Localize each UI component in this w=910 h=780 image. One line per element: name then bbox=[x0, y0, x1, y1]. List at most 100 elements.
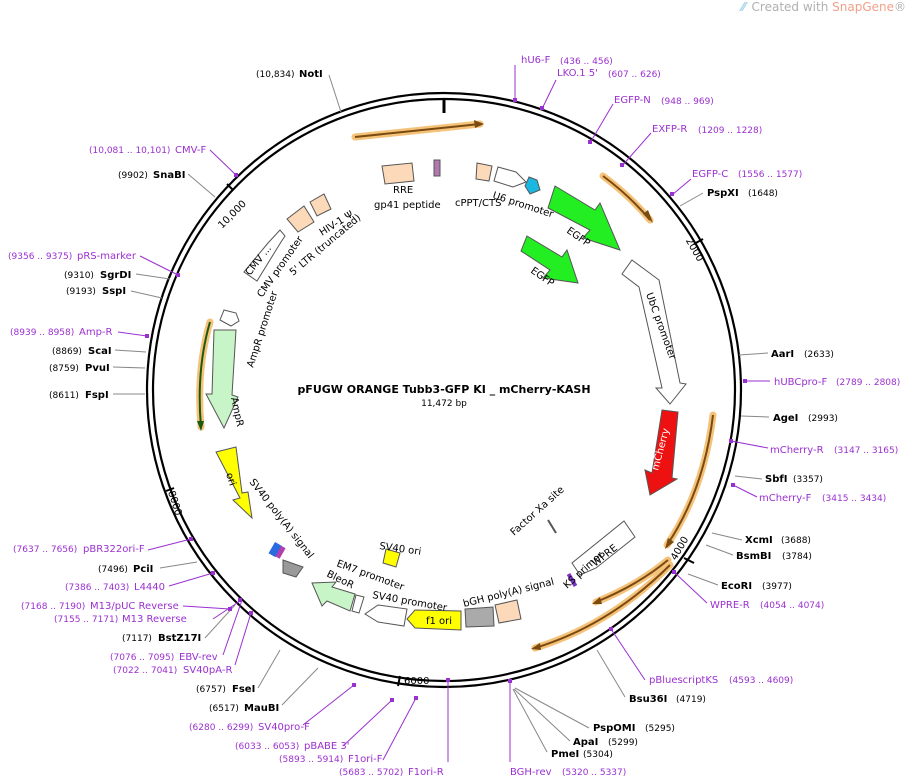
orf-arcs bbox=[196, 120, 717, 652]
enzyme-fspi[interactable]: (8611) FspI bbox=[49, 390, 145, 401]
primer-mcherry-f[interactable]: mCherry-F (3415 .. 3434) bbox=[759, 493, 886, 504]
svg-text:(9310): (9310) bbox=[64, 271, 94, 281]
enzyme-aari[interactable]: AarI (2633) bbox=[738, 349, 834, 360]
svg-text:(3415 .. 3434): (3415 .. 3434) bbox=[822, 494, 886, 504]
svg-text:(6517): (6517) bbox=[209, 704, 239, 714]
svg-text:(7076 .. 7095): (7076 .. 7095) bbox=[110, 653, 174, 663]
enzyme-bsu36i[interactable]: Bsu36I (4719) bbox=[596, 649, 706, 705]
svg-text:M13/pUC Reverse: M13/pUC Reverse bbox=[90, 601, 179, 612]
plasmid-length: 11,472 bp bbox=[421, 399, 467, 409]
svg-text:(5320 .. 5337): (5320 .. 5337) bbox=[562, 768, 626, 778]
primer-egfp-c[interactable]: EGFP-C (1556 .. 1577) bbox=[692, 169, 802, 180]
svg-text:(8611): (8611) bbox=[49, 391, 79, 401]
svg-text:Factor Xa site: Factor Xa site bbox=[509, 485, 567, 539]
svg-text:(7022 .. 7041): (7022 .. 7041) bbox=[113, 666, 177, 676]
svg-text:SgrDI: SgrDI bbox=[100, 270, 131, 281]
feature-sv40-ori: SV40 ori bbox=[379, 541, 422, 568]
svg-text:6000: 6000 bbox=[404, 676, 429, 687]
svg-text:mCherry-R: mCherry-R bbox=[770, 445, 824, 456]
svg-text:Bsu36I: Bsu36I bbox=[629, 694, 667, 705]
svg-text:(3688): (3688) bbox=[781, 536, 811, 546]
enzyme-snabi[interactable]: (9902) SnaBI bbox=[118, 170, 216, 198]
svg-text:(9902): (9902) bbox=[118, 171, 148, 181]
svg-text:XcmI: XcmI bbox=[745, 535, 773, 546]
feature-egfp-2: EGFP bbox=[520, 235, 579, 289]
svg-text:SnaBI: SnaBI bbox=[153, 170, 185, 181]
primer-wpre-r[interactable]: WPRE-R (4054 .. 4074) bbox=[710, 600, 824, 611]
svg-text:ori: ori bbox=[223, 472, 237, 488]
svg-text:(2789 .. 2808): (2789 .. 2808) bbox=[836, 378, 900, 388]
svg-text:BstZ17I: BstZ17I bbox=[158, 633, 201, 644]
enzyme-scai[interactable]: (8869) ScaI bbox=[52, 346, 147, 357]
enzyme-agei[interactable]: AgeI (2993) bbox=[740, 413, 838, 424]
feature-gp41: gp41 peptide bbox=[374, 159, 441, 211]
svg-text:M13 Reverse: M13 Reverse bbox=[122, 614, 187, 625]
svg-text:MauBI: MauBI bbox=[244, 703, 279, 714]
primer-sv40pro-f[interactable]: (6280 .. 6299) SV40pro-F bbox=[189, 722, 310, 733]
svg-text:ScaI: ScaI bbox=[88, 346, 112, 357]
primer-m13-reverse[interactable]: (7155 .. 7171) M13 Reverse bbox=[54, 614, 187, 625]
svg-text:(4054 .. 4074): (4054 .. 4074) bbox=[760, 601, 824, 611]
enzyme-apai[interactable]: ApaI (5299) bbox=[513, 688, 638, 748]
enzyme-noti[interactable]: (10,834) NotI bbox=[256, 69, 342, 113]
svg-text:SV40pro-F: SV40pro-F bbox=[258, 722, 310, 733]
primer-l4440[interactable]: (7386 .. 7403) L4440 bbox=[65, 582, 165, 593]
primer-egfp-n[interactable]: EGFP-N (948 .. 969) bbox=[614, 95, 714, 107]
svg-text:hUBCpro-F: hUBCpro-F bbox=[774, 377, 827, 388]
primer-hubcpro-f[interactable]: hUBCpro-F (2789 .. 2808) bbox=[774, 377, 900, 388]
feature-ori: ori bbox=[215, 446, 253, 520]
svg-text:(607 .. 626): (607 .. 626) bbox=[608, 70, 661, 80]
primer-cmv-f[interactable]: (10,081 .. 10,101) CMV-F bbox=[89, 145, 206, 156]
primer-sv40pa-r[interactable]: (7022 .. 7041) SV40pA-R bbox=[113, 665, 232, 676]
enzyme-pcii[interactable]: (7496) PciI bbox=[98, 561, 198, 575]
svg-text:(6033 .. 6053): (6033 .. 6053) bbox=[235, 742, 299, 752]
svg-text:(1209 .. 1228): (1209 .. 1228) bbox=[698, 126, 762, 136]
primer-pbr322ori-f[interactable]: (7637 .. 7656) pBR322ori-F bbox=[13, 544, 145, 555]
svg-text:PspOMI: PspOMI bbox=[593, 723, 635, 734]
primer-lko1[interactable]: LKO.1 5' (607 .. 626) bbox=[557, 68, 661, 80]
primer-prs-marker[interactable]: (9356 .. 9375) pRS-marker bbox=[8, 251, 137, 262]
svg-text:WPRE-R: WPRE-R bbox=[710, 600, 750, 611]
feature-ampr: AmpR bbox=[205, 329, 245, 430]
primer-pbabe3[interactable]: (6033 .. 6053) pBABE 3' bbox=[235, 741, 350, 752]
svg-text:(7168 .. 7190): (7168 .. 7190) bbox=[21, 602, 85, 612]
primer-pbluescriptks[interactable]: pBluescriptKS (4593 .. 4609) bbox=[649, 675, 793, 686]
primer-bgh-rev[interactable]: BGH-rev (5320 .. 5337) bbox=[510, 767, 626, 778]
svg-text:EXFP-R: EXFP-R bbox=[652, 124, 687, 135]
primer-ebv-rev[interactable]: (7076 .. 7095) EBV-rev bbox=[110, 652, 218, 663]
enzyme-sgrdi[interactable]: (9310) SgrDI bbox=[64, 270, 171, 281]
primer-exfp-r[interactable]: EXFP-R (1209 .. 1228) bbox=[652, 124, 762, 136]
svg-text:BGH-rev: BGH-rev bbox=[510, 767, 552, 778]
svg-text:EGFP-C: EGFP-C bbox=[692, 169, 728, 180]
primer-f1ori-r[interactable]: (5683 .. 5702) F1ori-R bbox=[339, 767, 444, 778]
tick-2000: 2000 bbox=[683, 236, 705, 264]
enzyme-pmei[interactable]: PmeI (5304) bbox=[512, 688, 613, 760]
enzyme-sspi[interactable]: (9193) SspI bbox=[66, 286, 163, 299]
enzyme-fsei[interactable]: (6757) FseI bbox=[196, 649, 281, 695]
primer-m13-puc-reverse[interactable]: (7168 .. 7190) M13/pUC Reverse bbox=[21, 601, 179, 612]
enzyme-psp0mi[interactable]: PspOMI (5295) bbox=[514, 687, 675, 734]
svg-text:L4440: L4440 bbox=[134, 582, 165, 593]
feature-f1-ori: f1 ori bbox=[406, 609, 462, 631]
primer-amp-r[interactable]: (8939 .. 8958) Amp-R bbox=[10, 327, 113, 338]
enzyme-pvui[interactable]: (8759) PvuI bbox=[49, 363, 146, 374]
enzyme-ecori[interactable]: EcoRI (3977) bbox=[687, 573, 792, 592]
svg-text:FspI: FspI bbox=[85, 390, 109, 401]
svg-text:f1 ori: f1 ori bbox=[426, 616, 452, 627]
enzyme-bsmbi[interactable]: BsmBI (3784) bbox=[705, 544, 812, 562]
enzyme-maubi[interactable]: (6517) MauBI bbox=[209, 667, 319, 714]
enzyme-pspxi[interactable]: PspXI (1648) bbox=[679, 188, 778, 207]
enzyme-xcmi[interactable]: XcmI (3688) bbox=[711, 532, 811, 546]
svg-text:(1556 .. 1577): (1556 .. 1577) bbox=[738, 170, 802, 180]
enzyme-sbfi[interactable]: SbfI (3357) bbox=[734, 474, 823, 485]
svg-text:SspI: SspI bbox=[102, 286, 126, 297]
svg-text:(3147 .. 3165): (3147 .. 3165) bbox=[834, 446, 898, 456]
svg-text:(3357): (3357) bbox=[793, 475, 823, 485]
svg-text:(10,834): (10,834) bbox=[256, 70, 295, 80]
primer-mcherry-r[interactable]: mCherry-R (3147 .. 3165) bbox=[770, 445, 898, 456]
svg-text:(9193): (9193) bbox=[66, 287, 96, 297]
feature-bleor: BleoR bbox=[311, 569, 356, 612]
primer-f1ori-f[interactable]: (5893 .. 5914) F1ori-F bbox=[279, 754, 383, 765]
primer-hu6-f[interactable]: hU6-F (436 .. 456) bbox=[521, 55, 613, 67]
svg-text:SV40pA-R: SV40pA-R bbox=[183, 665, 232, 676]
